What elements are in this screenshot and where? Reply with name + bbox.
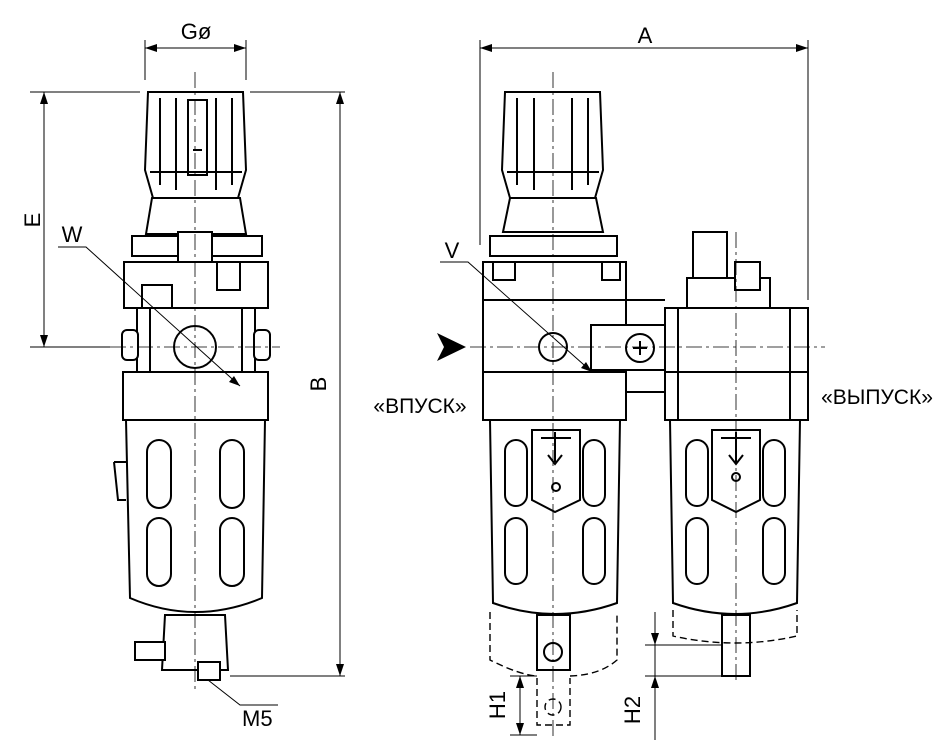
right-dimensions: A V «ВПУСК» «ВЫПУСК» H1 H2 (373, 23, 933, 740)
bowl-collar (122, 371, 269, 421)
frl-unit-front-view (470, 72, 825, 740)
lubricator-body (664, 307, 809, 421)
w-label: W (62, 222, 83, 247)
filter-bowl (124, 419, 267, 613)
outlet-label: «ВЫПУСК» (821, 386, 933, 409)
small-plug (216, 261, 241, 291)
v-label: V (445, 238, 460, 263)
dim-a-label: A (638, 23, 653, 48)
filter-regulator-head (482, 261, 627, 421)
regulator-neck (144, 197, 248, 235)
lubricator-cap (692, 231, 728, 279)
knob-window (187, 99, 208, 176)
bowl-slots-right (504, 439, 786, 585)
filter-bowl-right (488, 419, 622, 615)
lubricator-bowl (668, 419, 802, 615)
lock-nut-right (489, 235, 618, 257)
inlet-label: «ВПУСК» (373, 395, 466, 418)
h2-label: H2 (620, 696, 645, 724)
drain-extended (536, 678, 571, 726)
dim-e-label: E (20, 213, 45, 228)
m5-label: M5 (242, 706, 273, 731)
dim-b-label: B (306, 377, 331, 392)
filter-regulator-side-view (110, 72, 280, 690)
drain-button (134, 641, 166, 661)
sight-plug (734, 261, 761, 291)
inlet-arrow-icon (437, 333, 466, 361)
bowl-slots (146, 439, 245, 587)
drain-tip (197, 661, 221, 681)
h1-label: H1 (485, 691, 510, 719)
left-fitting (141, 284, 173, 309)
g-dia-label: Gø (181, 19, 212, 44)
regulator-body (136, 307, 256, 373)
knob-ribs (150, 98, 242, 190)
left-dimensions: Gø E B W M5 (20, 19, 345, 731)
